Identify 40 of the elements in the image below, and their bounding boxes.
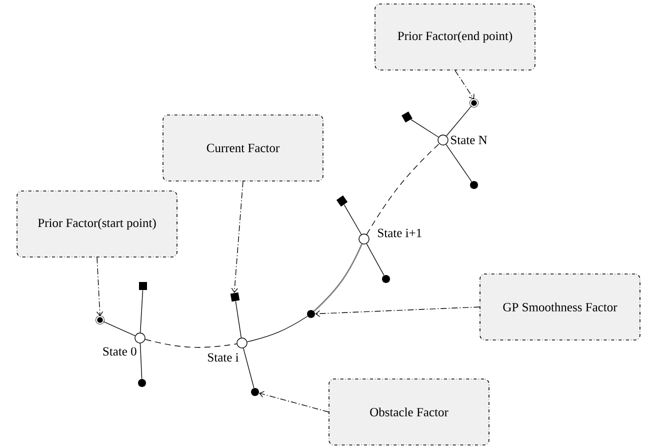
factor-box: Prior Factor(end point) [374,4,536,70]
state-label: State N [451,136,488,144]
factor-dot [251,388,259,396]
connector-line [140,342,142,380]
factor-dot [382,275,390,283]
prior-marker [96,316,104,324]
connector-line [235,300,242,338]
state-label: State i+1 [378,228,422,238]
connector-line [446,105,472,136]
connector-line [144,339,238,348]
state-label: State 0 [103,347,136,356]
factor-dot [307,310,315,318]
connector-line [314,244,363,312]
factor-dot [470,181,478,189]
leader-arrow [454,70,474,100]
connector-line [103,321,136,336]
connector-line [246,316,308,342]
leader-arrow [315,306,480,317]
factor-square [139,282,147,290]
factor-box: GP Smoothness Factor [480,274,640,340]
leader-arrow [231,181,244,293]
connector-line [366,143,440,235]
factor-dot [138,379,146,387]
connector-line [140,290,144,333]
state-circle [438,134,448,146]
leader-arrow [96,257,104,316]
factor-box: Obstacle Factor [328,378,490,446]
state-circle [236,338,248,348]
connector-line [366,243,384,276]
state-label: State i [208,353,239,362]
factor-box: Prior Factor(start point) [16,190,178,258]
connector-line [243,348,254,388]
prior-marker [470,98,478,108]
connector-line [344,204,362,235]
state-circle [134,332,146,344]
factor-box: Current Factor [162,114,324,182]
leader-arrow [259,391,329,412]
connector-line [446,144,472,182]
state-circle [358,234,370,244]
connector-line [410,119,439,138]
